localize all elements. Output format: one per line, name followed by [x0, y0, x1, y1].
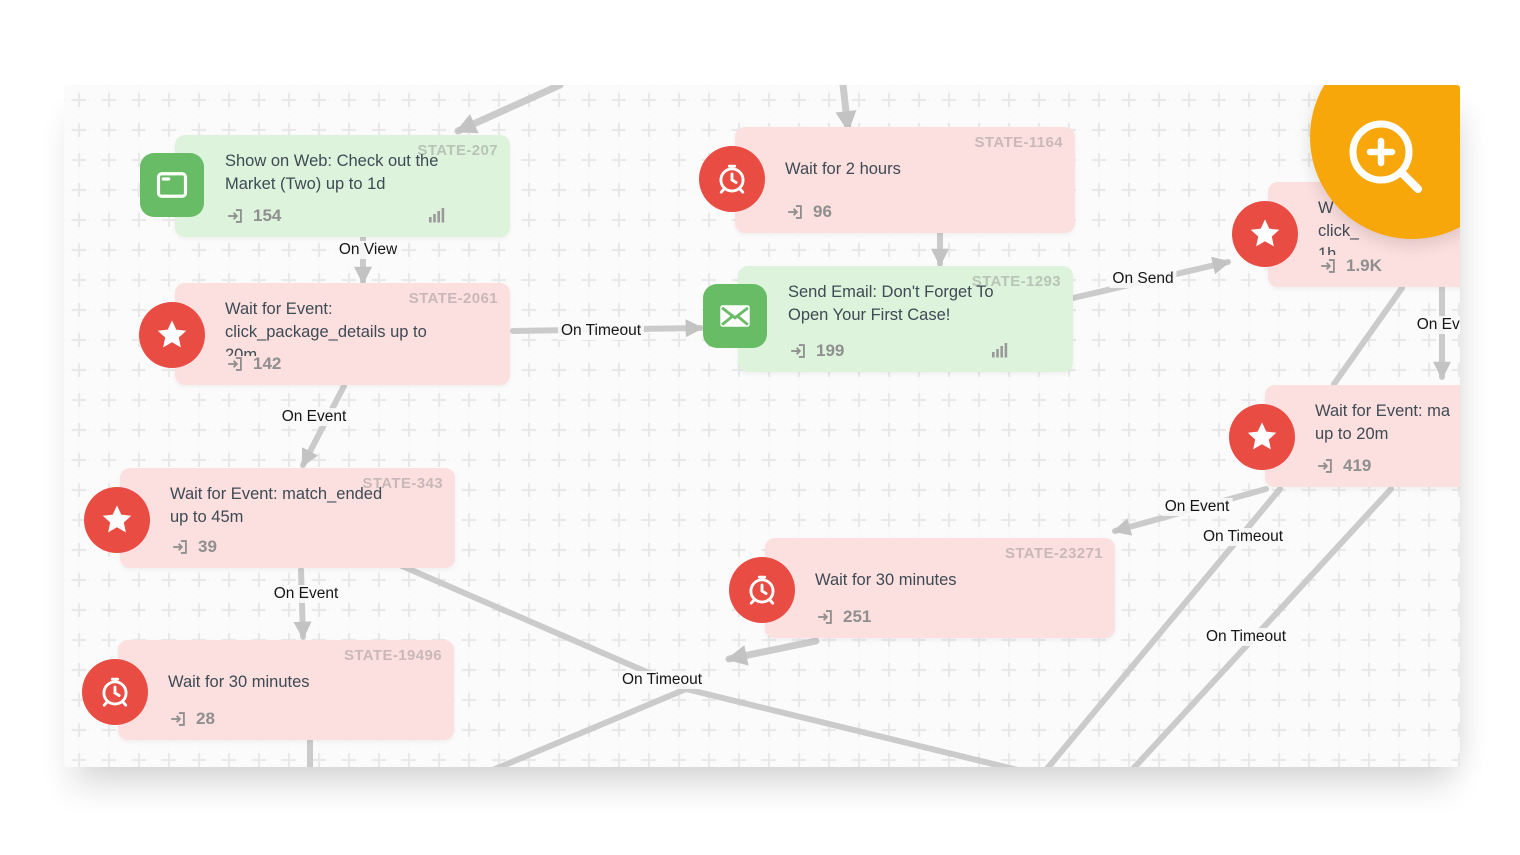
flow-canvas[interactable]: On View On Timeout On Send On Event On Event…	[64, 85, 1460, 767]
entry-count: 154	[253, 206, 282, 225]
edge-label: On Event	[1161, 498, 1233, 516]
node-title-line: Open Your First Case!	[788, 306, 951, 324]
node-title-line: Wait for Event: ma	[1315, 402, 1451, 420]
node-title: Wait for Event: ma up to 20m	[1315, 400, 1450, 446]
node-title: Wait for 30 minutes	[815, 569, 957, 592]
envelope-icon	[703, 284, 767, 348]
edge-label: On View	[335, 241, 401, 259]
entry-count: 39	[198, 537, 217, 556]
edge-label: On Timeout	[618, 671, 706, 689]
node-title-line: click_package_details up to	[225, 323, 427, 341]
state-id-label: STATE-2061	[408, 290, 498, 307]
entry-count: 419	[1343, 456, 1372, 475]
node-footer: 142	[225, 354, 281, 374]
edge-line	[1331, 285, 1405, 387]
node-footer: 419	[1315, 456, 1371, 476]
edge-label: On Event	[278, 408, 350, 426]
state-id-label: STATE-1164	[974, 134, 1063, 151]
state-id-label: STATE-207	[417, 142, 498, 159]
node-title-line: up to 45m	[170, 508, 244, 526]
edge-label: On Event	[270, 585, 342, 603]
node-title: Wait for Event: click_package_details up …	[225, 298, 427, 356]
star-icon	[1229, 404, 1295, 470]
node-title-line: Wait for Event: match_ended	[170, 485, 383, 503]
edge-label: On Timeout	[1199, 528, 1287, 546]
node-footer: 154	[225, 206, 281, 226]
entries-icon	[225, 206, 245, 226]
node-title: Wait for 2 hours	[785, 158, 901, 181]
node-footer: 1.9K	[1318, 256, 1382, 276]
state-id-label: STATE-343	[362, 475, 443, 492]
zoom-in-icon	[1337, 112, 1433, 208]
node-title-line: Wait for 30 minutes	[815, 571, 957, 589]
node-footer: 199	[788, 341, 844, 361]
node-title-line: Wait for Event:	[225, 300, 333, 318]
node-title-line: 20m	[225, 346, 258, 356]
entries-icon	[785, 202, 805, 222]
node-title-line: W	[1318, 199, 1334, 217]
edge-label: On Timeout	[557, 322, 645, 340]
node-footer: 28	[168, 709, 215, 729]
state-id-label: STATE-23271	[1004, 545, 1103, 562]
star-icon	[84, 487, 150, 553]
clock-icon	[699, 146, 765, 212]
edge-label: On Send	[1109, 270, 1177, 288]
node-title-line: click_	[1318, 222, 1360, 240]
node-title: Send Email: Don't Forget To Open Your Fir…	[788, 281, 994, 327]
state-id-label: STATE-1293	[971, 273, 1061, 290]
entries-icon	[225, 354, 245, 374]
edge-label: On Timeout	[1202, 628, 1290, 646]
clock-icon	[82, 659, 148, 725]
star-icon	[1232, 201, 1298, 267]
node-title-line: Wait for 2 hours	[785, 160, 901, 178]
edge-line	[293, 567, 312, 640]
state-id-label: STATE-19496	[343, 647, 442, 664]
stats-icon[interactable]	[991, 342, 1009, 358]
entries-icon	[1315, 456, 1335, 476]
stats-icon[interactable]	[428, 207, 446, 223]
flow-node-node-5[interactable]: Wait for Event: ma up to 20m 419	[1229, 385, 1460, 487]
node-title: Wait for 30 minutes	[168, 671, 310, 694]
node-title-line: Market (Two) up to 1d	[225, 175, 386, 193]
node-footer: 251	[815, 607, 871, 627]
edge-line	[835, 85, 857, 133]
node-title-line: up to 20m	[1315, 425, 1389, 443]
entries-icon	[815, 607, 835, 627]
edge-line	[454, 85, 564, 135]
node-title-line: Wait for 30 minutes	[168, 673, 310, 691]
edge-line	[725, 637, 820, 666]
node-footer: 96	[785, 202, 832, 222]
entry-count: 251	[843, 607, 872, 626]
node-title-line: Send Email: Don't Forget To	[788, 283, 994, 301]
node-title-line: Show on Web: Check out the	[225, 152, 439, 170]
entry-count: 1.9K	[1346, 256, 1382, 275]
node-footer: 39	[170, 537, 217, 557]
browser-icon	[140, 153, 204, 217]
star-icon	[139, 302, 205, 368]
entry-count: 28	[196, 709, 215, 728]
edge-label: On Event	[1413, 316, 1460, 334]
entries-icon	[170, 537, 190, 557]
entries-icon	[788, 341, 808, 361]
entry-count: 199	[816, 341, 845, 360]
entries-icon	[1318, 256, 1338, 276]
entry-count: 142	[253, 354, 282, 373]
edge-line	[492, 686, 689, 767]
entry-count: 96	[813, 202, 832, 221]
clock-icon	[729, 557, 795, 623]
entries-icon	[168, 709, 188, 729]
node-title-line: 1h	[1318, 245, 1337, 255]
